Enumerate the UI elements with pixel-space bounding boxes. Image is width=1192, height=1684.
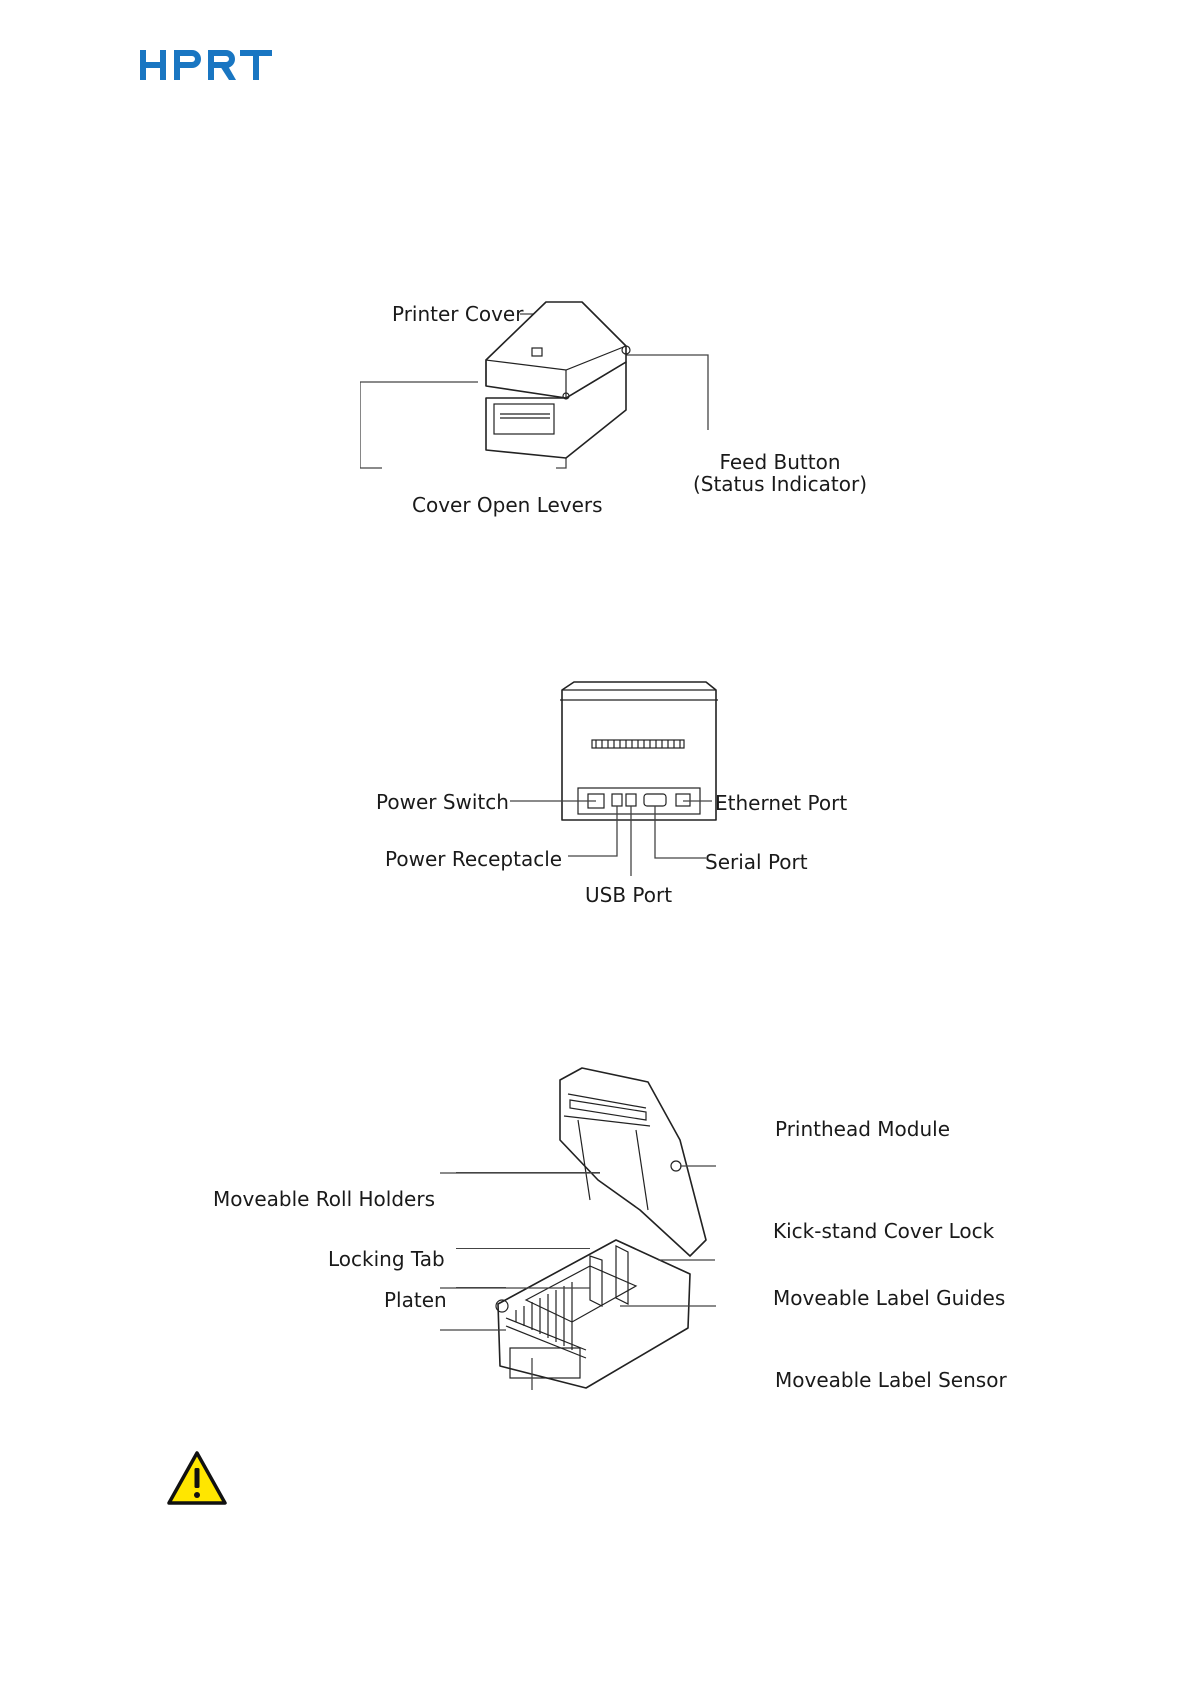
hprt-logo: [140, 50, 272, 80]
leader-roll-holders-ext: [456, 1172, 600, 1173]
label-platen: Platen: [384, 1289, 447, 1311]
leader-platen-ext: [456, 1287, 506, 1288]
leader-locking-tab-ext: [456, 1248, 590, 1249]
leader-cover-open-levers: [360, 382, 478, 468]
warning-icon: [166, 1450, 228, 1506]
printer-open-illustration: [440, 1060, 800, 1390]
label-locking-tab: Locking Tab: [328, 1248, 445, 1270]
label-ethernet-port: Ethernet Port: [715, 792, 847, 814]
label-moveable-label-sensor: Moveable Label Sensor: [775, 1369, 1007, 1391]
label-kick-stand-cover-lock: Kick-stand Cover Lock: [773, 1220, 994, 1242]
label-status-indicator: (Status Indicator): [680, 473, 880, 495]
label-usb-port: USB Port: [585, 884, 672, 906]
label-power-switch: Power Switch: [376, 791, 509, 813]
label-moveable-roll-holders: Moveable Roll Holders: [213, 1188, 435, 1210]
label-power-receptacle: Power Receptacle: [385, 848, 562, 870]
label-serial-port: Serial Port: [705, 851, 808, 873]
label-printhead-module: Printhead Module: [775, 1118, 950, 1140]
label-feed-button: Feed Button: [700, 451, 860, 473]
label-moveable-label-guides: Moveable Label Guides: [773, 1287, 1005, 1309]
label-cover-open-levers: Cover Open Levers: [412, 494, 603, 516]
label-printer-cover: Printer Cover: [392, 303, 523, 325]
